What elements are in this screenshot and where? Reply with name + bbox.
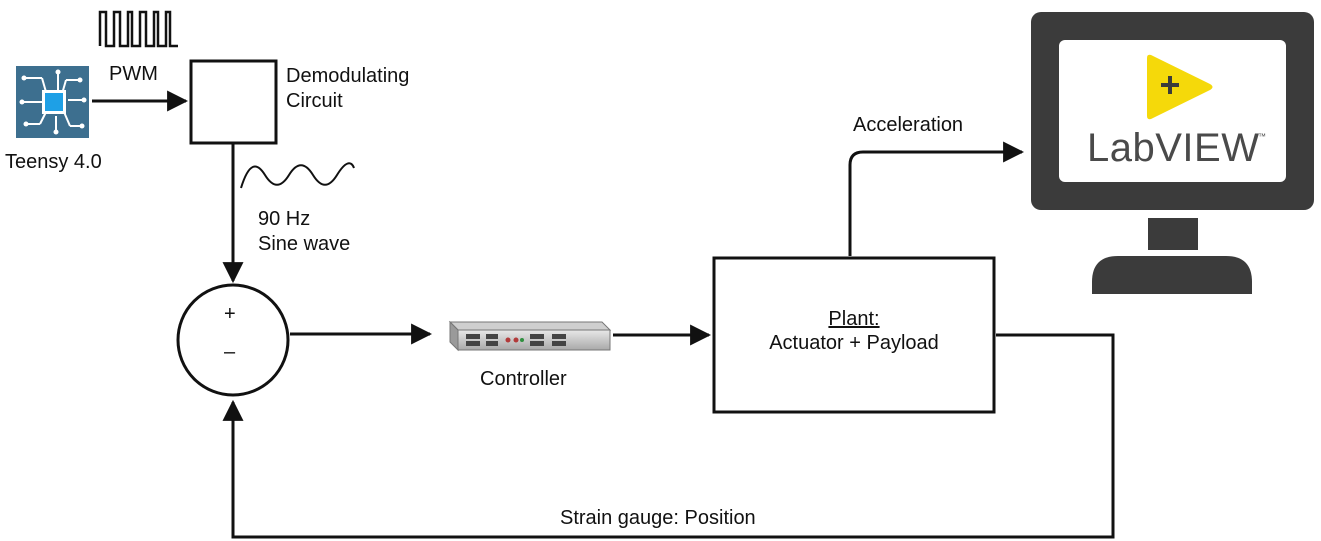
summing-junction [176, 283, 290, 397]
acceleration-label: Acceleration [853, 114, 964, 136]
sine-wave-label: Sine wave [258, 233, 351, 255]
feedback-arrow [222, 333, 1115, 539]
plant-box [712, 256, 996, 414]
plant-subtitle: Actuator + Payload [769, 332, 939, 354]
pwm-square-wave-icon [98, 10, 178, 48]
acceleration-arrow [848, 141, 1025, 256]
labview-logo-icon [1147, 54, 1213, 120]
demodulating-circuit-box [189, 59, 278, 145]
feedback-label: Strain gauge: Position [560, 507, 756, 529]
sine-wave-icon [240, 162, 355, 189]
teensy-chip-icon [16, 66, 89, 138]
controller-label: Controller [480, 368, 567, 390]
monitor-icon [1031, 12, 1314, 294]
labview-wordmark: LabVIEW [1087, 126, 1260, 170]
plant-title: Plant: [828, 308, 880, 330]
controller-device-icon [448, 320, 612, 352]
pwm-label: PWM [109, 63, 158, 85]
sine-frequency-label: 90 Hz [258, 208, 311, 230]
summing-minus-sign: – [224, 341, 236, 363]
summing-plus-sign: + [224, 303, 236, 325]
demodulating-circuit-label-line1: Demodulating [286, 65, 410, 87]
labview-trademark: ™ [1258, 132, 1266, 141]
demodulating-circuit-label-line2: Circuit [286, 90, 343, 112]
teensy-label: Teensy 4.0 [5, 151, 102, 173]
